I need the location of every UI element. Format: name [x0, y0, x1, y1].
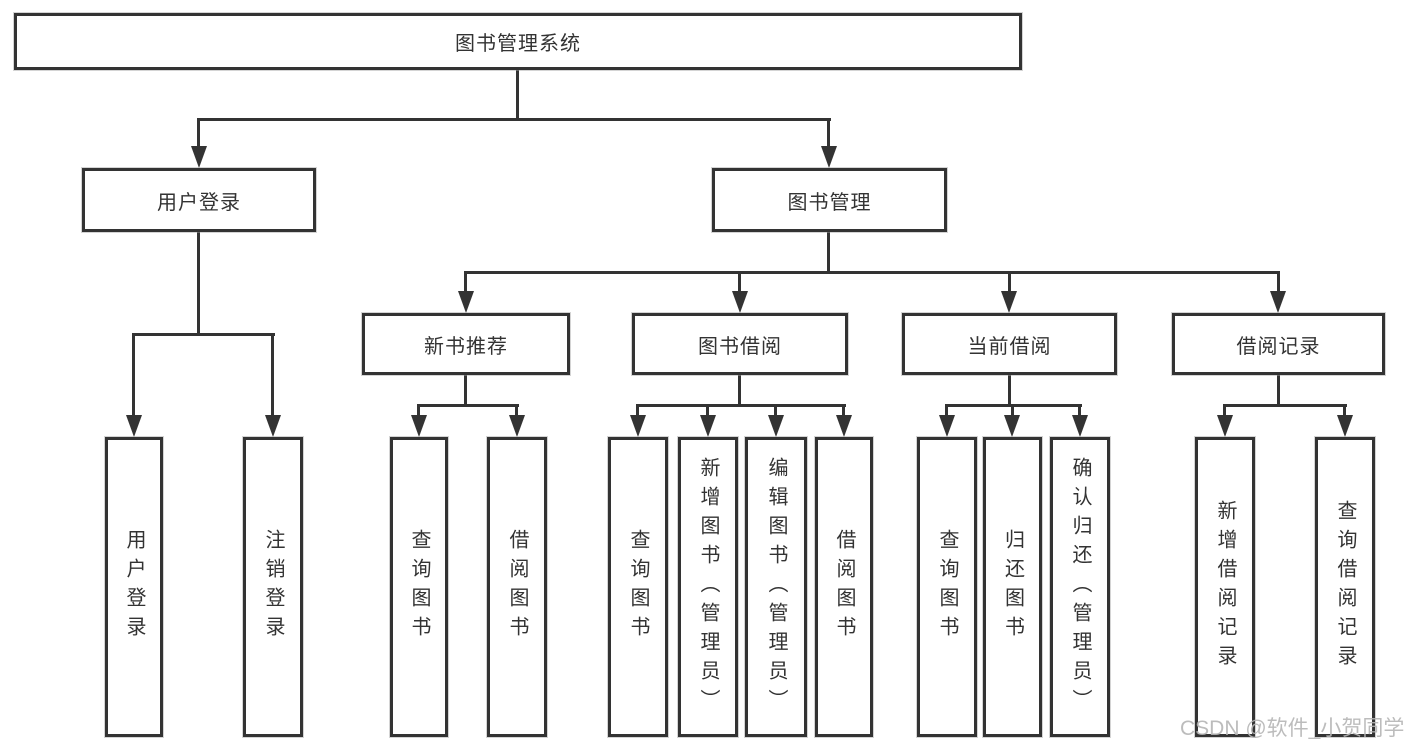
leaf-return-books: 归还图书	[983, 437, 1042, 737]
node-borrow-records: 借阅记录	[1172, 313, 1385, 375]
node-book-borrow: 图书借阅	[632, 313, 848, 375]
connector-line	[197, 118, 831, 121]
connector-line	[516, 70, 519, 121]
leaf-add-books-admin: 新增图书（管理员）	[678, 437, 738, 737]
connector-line	[515, 404, 518, 420]
arrowhead	[1004, 415, 1020, 437]
leaf-borrow-books: 借阅图书	[815, 437, 873, 737]
node-user-login: 用户登录	[82, 168, 316, 232]
arrowhead	[126, 415, 142, 437]
arrowhead	[1001, 291, 1017, 313]
leaf-logout: 注销登录	[243, 437, 303, 737]
connector-line	[417, 404, 519, 407]
arrowhead	[939, 415, 955, 437]
connector-line	[738, 271, 741, 296]
connector-line	[132, 333, 135, 421]
connector-line	[945, 404, 948, 420]
connector-line	[738, 375, 741, 407]
leaf-confirm-return-admin: 确认归还（管理员）	[1050, 437, 1110, 737]
node-current-borrow: 当前借阅	[902, 313, 1117, 375]
node-new-book-recommend: 新书推荐	[362, 313, 570, 375]
leaf-user-login: 用户登录	[105, 437, 163, 737]
connector-line	[464, 375, 467, 407]
connector-line	[1343, 404, 1346, 420]
arrowhead	[768, 415, 784, 437]
leaf-edit-books-admin: 编辑图书（管理员）	[745, 437, 807, 737]
connector-line	[842, 404, 845, 420]
connector-line	[636, 404, 639, 420]
arrowhead	[191, 146, 207, 168]
arrowhead	[458, 291, 474, 313]
connector-line	[271, 333, 274, 421]
arrowhead	[836, 415, 852, 437]
connector-line	[464, 271, 467, 296]
connector-line	[774, 404, 777, 420]
connector-line	[1277, 375, 1280, 407]
connector-line	[1011, 404, 1014, 420]
connector-line	[1223, 404, 1226, 420]
arrowhead	[265, 415, 281, 437]
arrowhead	[411, 415, 427, 437]
connector-line	[827, 118, 830, 150]
connector-line	[636, 404, 846, 407]
arrowhead	[1217, 415, 1233, 437]
arrowhead	[821, 146, 837, 168]
leaf-current-query-books: 查询图书	[917, 437, 977, 737]
connector-line	[1223, 404, 1347, 407]
leaf-query-borrow-record: 查询借阅记录	[1315, 437, 1375, 737]
arrowhead	[509, 415, 525, 437]
arrowhead	[732, 291, 748, 313]
leaf-borrow-query-books: 查询图书	[608, 437, 668, 737]
arrowhead	[1337, 415, 1353, 437]
connector-line	[1277, 271, 1280, 296]
connector-line	[464, 271, 1280, 274]
csdn-watermark: CSDN @软件_小贺同学	[1180, 717, 1405, 740]
connector-line	[417, 404, 420, 420]
connector-line	[1008, 375, 1011, 407]
connector-line	[706, 404, 709, 420]
connector-line	[197, 232, 200, 336]
connector-line	[197, 118, 200, 150]
node-library-system: 图书管理系统	[14, 13, 1022, 70]
arrowhead	[630, 415, 646, 437]
connector-line	[827, 232, 830, 274]
arrowhead	[1072, 415, 1088, 437]
node-book-management: 图书管理	[712, 168, 947, 232]
arrowhead	[1270, 291, 1286, 313]
connector-line	[132, 333, 275, 336]
connector-line	[1078, 404, 1081, 420]
leaf-recommend-query-books: 查询图书	[390, 437, 448, 737]
leaf-recommend-borrow-books: 借阅图书	[487, 437, 547, 737]
arrowhead	[700, 415, 716, 437]
connector-line	[1008, 271, 1011, 296]
leaf-add-borrow-record: 新增借阅记录	[1195, 437, 1255, 737]
